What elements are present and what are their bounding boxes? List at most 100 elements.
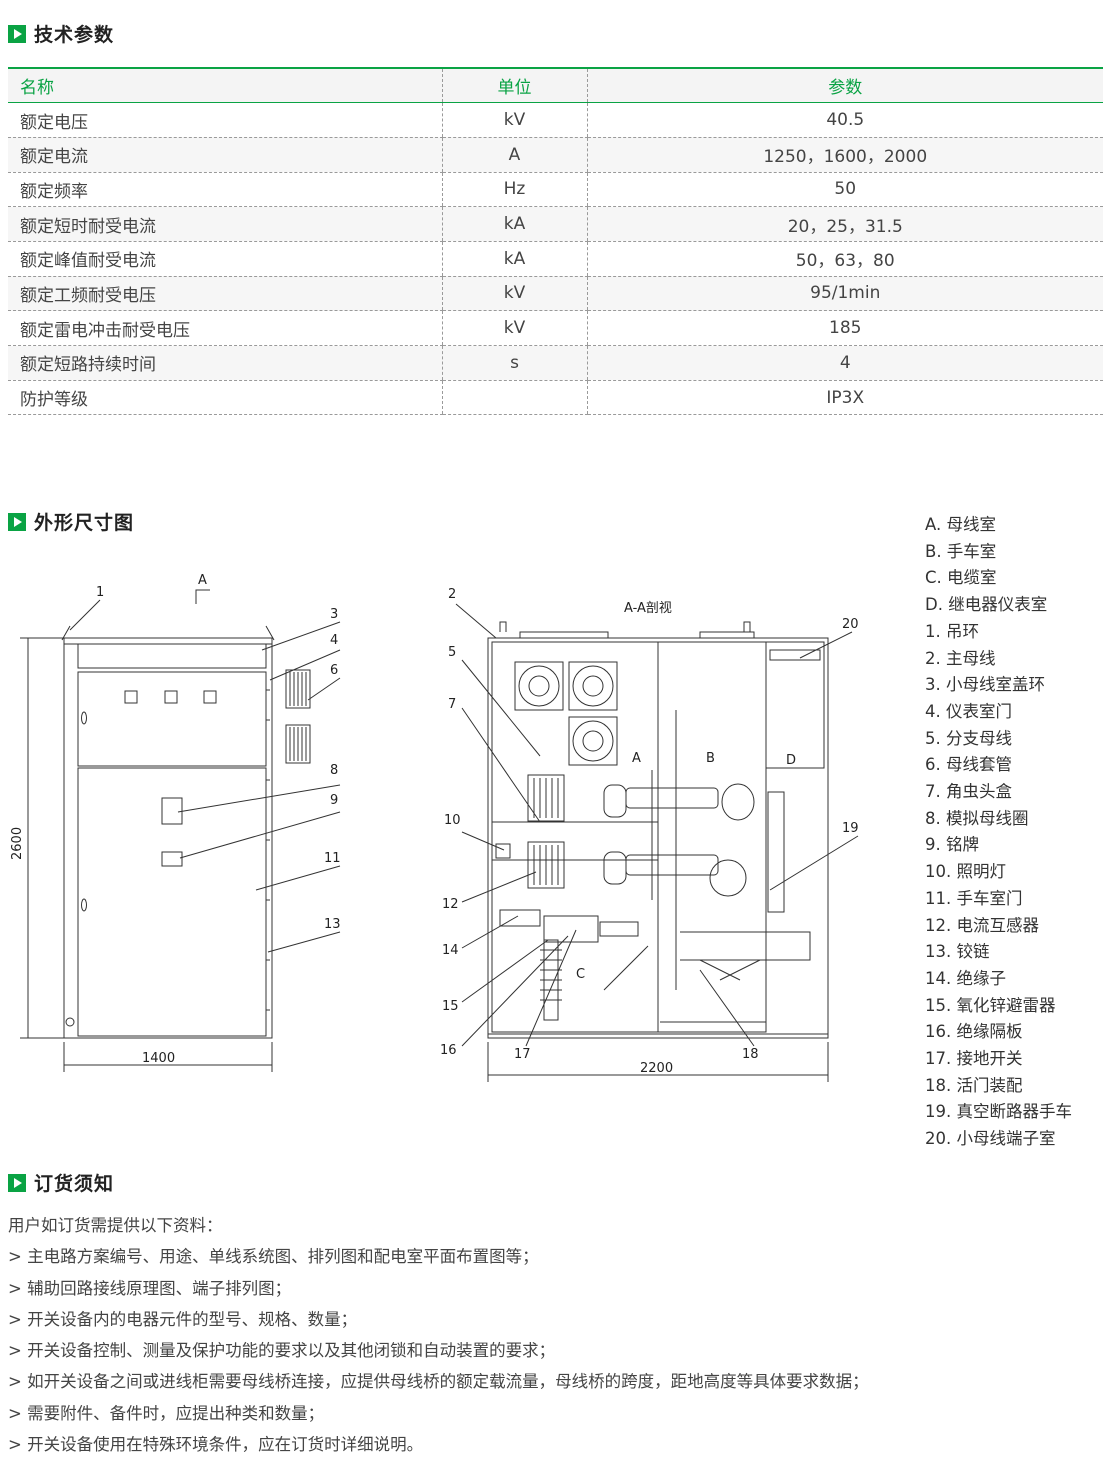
callout-label: 15 bbox=[442, 999, 459, 1014]
cell-value: 20，25，31.5 bbox=[586, 206, 1103, 242]
legend-item: 5. 分支母线 bbox=[925, 728, 1012, 748]
legend-item: B. 手车室 bbox=[925, 541, 997, 561]
callout-label: 17 bbox=[514, 1047, 531, 1062]
legend-item: A. 母线室 bbox=[925, 515, 996, 534]
list-item: > 主电路方案编号、用途、单线系统图、排列图和配电室平面布置图等； bbox=[8, 1247, 539, 1267]
order-notes: 用户如订货需提供以下资料： > 主电路方案编号、用途、单线系统图、排列图和配电室… bbox=[8, 1210, 869, 1458]
legend-item: 4. 仪表室门 bbox=[925, 701, 1012, 721]
cell-unit: kV bbox=[441, 102, 587, 138]
vcb-handcart bbox=[767, 791, 785, 913]
legend-item: 13. 铰链 bbox=[925, 942, 990, 962]
compartment-label: B bbox=[706, 751, 715, 766]
callout-label: 6 bbox=[330, 663, 338, 678]
cell-unit: kV bbox=[441, 310, 587, 346]
indicator-square bbox=[124, 690, 138, 704]
current-transformer bbox=[527, 841, 565, 889]
cell-unit: s bbox=[441, 345, 587, 381]
legend-item: 19. 真空断路器手车 bbox=[925, 1102, 1072, 1122]
cell-name: 额定电流 bbox=[8, 137, 442, 173]
callout-label: 11 bbox=[324, 851, 341, 866]
cell-value: 4 bbox=[586, 345, 1103, 381]
dim-height-label: 2600 bbox=[10, 827, 25, 860]
legend-item: 3. 小母线室盖环 bbox=[925, 675, 1045, 695]
cell-unit: A bbox=[441, 137, 587, 173]
callout-label: 19 bbox=[842, 821, 859, 836]
list-item: > 开关设备控制、测量及保护功能的要求以及其他闭锁和自动装置的要求； bbox=[8, 1341, 556, 1361]
header-name: 名称 bbox=[8, 67, 442, 104]
table-row: 额定工频耐受电压 kV 95/1min bbox=[8, 276, 1103, 312]
earth-symbol bbox=[65, 1017, 75, 1027]
indicator-square bbox=[203, 690, 217, 704]
cell-name: 额定峰值耐受电流 bbox=[8, 241, 442, 277]
cell-value: 185 bbox=[586, 310, 1103, 346]
legend-item: 15. 氧化锌避雷器 bbox=[925, 995, 1056, 1015]
table-header-row: 名称 单位 参数 bbox=[8, 67, 1103, 104]
section-outline bbox=[487, 637, 829, 1039]
cell-value: 1250，1600，2000 bbox=[586, 137, 1103, 173]
cell-name: 额定短时耐受电流 bbox=[8, 206, 442, 242]
cell-value: 50，63，80 bbox=[586, 241, 1103, 277]
cell-name: 额定电压 bbox=[8, 102, 442, 138]
legend-item: 16. 绝缘隔板 bbox=[925, 1022, 1023, 1042]
callout-label: 8 bbox=[330, 763, 338, 778]
legend-item: 6. 母线套管 bbox=[925, 755, 1012, 775]
relay-compartment bbox=[765, 641, 825, 769]
cell-name: 额定频率 bbox=[8, 172, 442, 208]
legend-item: 18. 活门装配 bbox=[925, 1075, 1023, 1095]
table-row: 额定频率 Hz 50 bbox=[8, 172, 1103, 208]
list-item: > 开关设备使用在特殊环境条件，应在订货时详细说明。 bbox=[8, 1435, 424, 1455]
callout-label: 5 bbox=[448, 645, 456, 660]
legend-item: 10. 照明灯 bbox=[925, 862, 1006, 882]
cell-unit bbox=[441, 380, 587, 416]
cell-value: 95/1min bbox=[586, 276, 1103, 312]
cell-name: 额定短路持续时间 bbox=[8, 345, 442, 381]
legend-item: 17. 接地开关 bbox=[925, 1049, 1023, 1069]
header-unit: 单位 bbox=[441, 67, 587, 104]
cell-unit: Hz bbox=[441, 172, 587, 208]
callout-label: 13 bbox=[324, 917, 341, 932]
callout-label: 18 bbox=[742, 1047, 759, 1062]
handcart-door bbox=[77, 767, 267, 1037]
upper-contact-arm bbox=[625, 787, 719, 809]
legend-item: 9. 铭牌 bbox=[925, 835, 979, 855]
callout-label: 7 bbox=[448, 697, 456, 712]
main-busbar bbox=[518, 665, 560, 707]
side-section-view bbox=[455, 603, 859, 1082]
door-handle bbox=[81, 898, 87, 912]
callout-label: 4 bbox=[330, 633, 338, 648]
table-row: 额定短路持续时间 s 4 bbox=[8, 345, 1103, 381]
door-handle bbox=[81, 711, 87, 725]
legend-item: 12. 电流互感器 bbox=[925, 915, 1039, 935]
legend-item: 8. 模拟母线圈 bbox=[925, 808, 1029, 828]
callout-label: 1 bbox=[96, 585, 104, 600]
front-view bbox=[20, 589, 341, 1072]
legend-list: A. 母线室 B. 手车室 C. 电缆室 D. 继电器仪表室 1. 吊环 2. … bbox=[925, 512, 1072, 1153]
legend-item: 14. 绝缘子 bbox=[925, 968, 1006, 988]
legend-item: 7. 角虫头盒 bbox=[925, 782, 1012, 802]
legend-item: 11. 手车室门 bbox=[925, 888, 1023, 908]
section-header-dims: 外形尺寸图 bbox=[8, 508, 134, 535]
table-row: 额定电流 A 1250，1600，2000 bbox=[8, 137, 1103, 173]
compartment-label: C bbox=[576, 967, 585, 982]
cabinet-outline bbox=[63, 637, 273, 1039]
callout-label: 14 bbox=[442, 943, 459, 958]
main-busbar bbox=[572, 720, 614, 762]
notes-intro: 用户如订货需提供以下资料： bbox=[8, 1216, 223, 1235]
callout-label: 2 bbox=[448, 587, 456, 602]
main-busbar bbox=[572, 665, 614, 707]
table-row: 防护等级 IP3X bbox=[8, 380, 1103, 416]
dim-width-front-label: 1400 bbox=[142, 1051, 175, 1066]
callout-label: 20 bbox=[842, 617, 859, 632]
section-mark-label: A bbox=[198, 573, 207, 588]
cell-name: 防护等级 bbox=[8, 380, 442, 416]
cell-unit: kV bbox=[441, 276, 587, 312]
spec-table: 名称 单位 参数 额定电压 kV 40.5 额定电流 A 1250，1600，2… bbox=[8, 67, 1103, 416]
lower-contact-arm bbox=[625, 854, 719, 876]
play-arrow-icon bbox=[8, 24, 26, 43]
section-header-order: 订货须知 bbox=[8, 1169, 114, 1196]
list-item: > 开关设备内的电器元件的型号、规格、数量； bbox=[8, 1309, 358, 1329]
legend-item: C. 电缆室 bbox=[925, 568, 997, 588]
indicator-square bbox=[164, 690, 178, 704]
compartment-label: D bbox=[786, 753, 796, 768]
nameplate bbox=[161, 851, 183, 867]
